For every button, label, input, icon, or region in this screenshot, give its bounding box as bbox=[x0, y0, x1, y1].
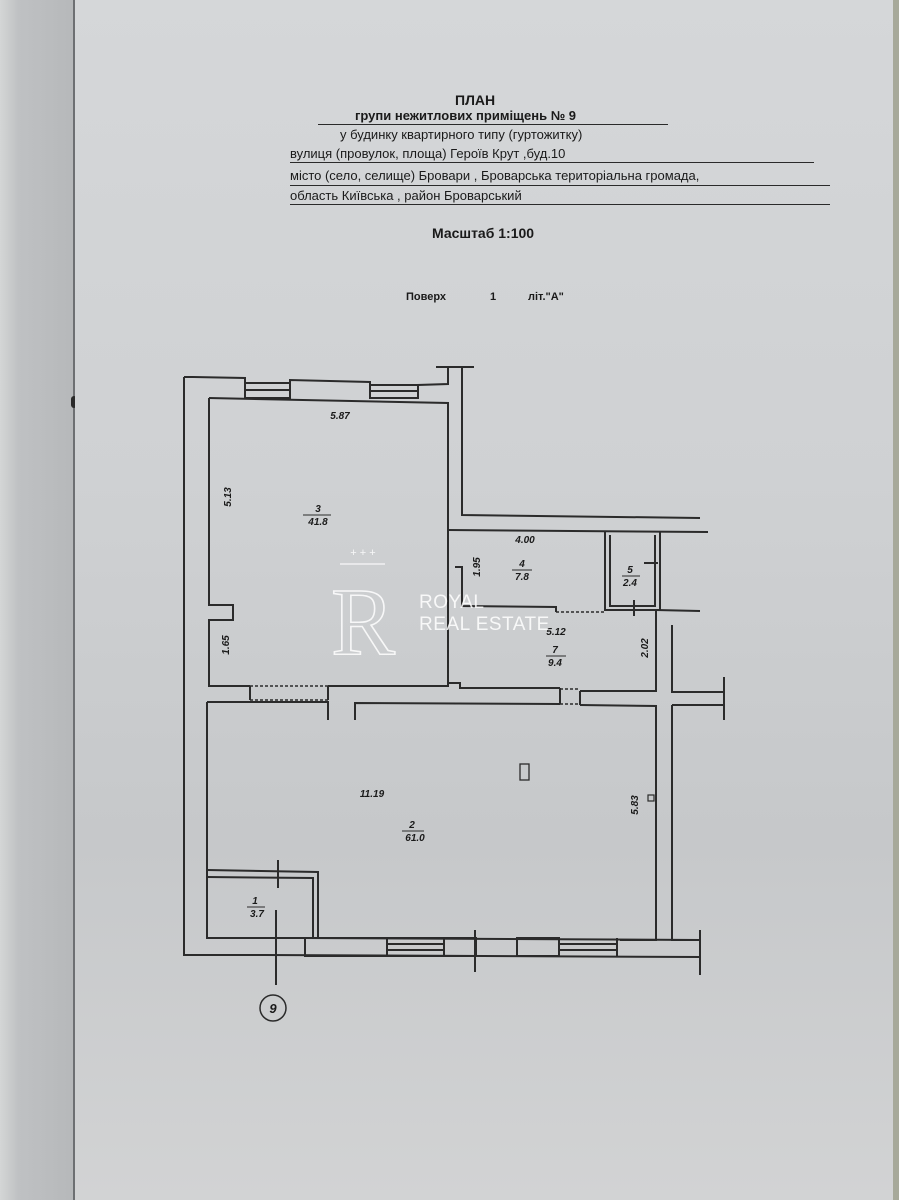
dim-room3-lower: 1.65 bbox=[221, 635, 232, 655]
underline bbox=[318, 124, 668, 125]
plan-subtitle-group: групи нежитлових приміщень № 9 bbox=[355, 108, 577, 123]
room-2-area: 61.0 bbox=[405, 833, 425, 844]
dim-room3-height: 5.13 bbox=[223, 487, 234, 507]
underline bbox=[290, 204, 830, 205]
watermark-monogram: R bbox=[331, 568, 395, 675]
watermark-stars: + + + bbox=[350, 547, 375, 559]
room-2-number: 2 bbox=[408, 820, 415, 831]
room-3-number: 3 bbox=[315, 504, 321, 515]
underline bbox=[290, 185, 830, 186]
room-5-number: 5 bbox=[627, 565, 633, 576]
dim-room2-width: 11.19 bbox=[360, 789, 385, 800]
dim-room7-width: 5.12 bbox=[546, 627, 566, 638]
watermark-logo: + + + R bbox=[330, 547, 396, 676]
room-5-area: 2.4 bbox=[622, 578, 637, 589]
watermark-royal: ROYAL bbox=[419, 592, 485, 613]
room-7-number: 7 bbox=[552, 645, 558, 656]
letter-label: літ."А" bbox=[528, 291, 564, 303]
adjacent-page bbox=[0, 0, 74, 1200]
page-edge bbox=[893, 0, 899, 1200]
plan-title: ПЛАН bbox=[455, 92, 496, 108]
dim-room4-height: 1.95 bbox=[472, 557, 483, 577]
dim-room4-width: 4.00 bbox=[514, 535, 535, 546]
document-page bbox=[75, 0, 895, 1200]
dim-room2-height: 5.83 bbox=[630, 795, 641, 815]
room-4-number: 4 bbox=[518, 559, 525, 570]
room-7-area: 9.4 bbox=[548, 658, 562, 669]
address-street: вулиця (провулок, площа) Героїв Крут ,бу… bbox=[290, 146, 566, 161]
address-region: область Київська , район Броварський bbox=[290, 188, 522, 203]
floor-value: 1 bbox=[490, 291, 497, 303]
address-city: місто (село, селище) Бровари , Броварськ… bbox=[290, 168, 700, 183]
scale-label: Масштаб 1:100 bbox=[432, 225, 535, 241]
building-type: у будинку квартирного типу (гуртожитку) bbox=[340, 127, 583, 142]
premises-marker: 9 bbox=[269, 1001, 277, 1016]
room-1-number: 1 bbox=[252, 896, 258, 907]
dim-room7-height: 2.02 bbox=[640, 638, 651, 659]
floor-label: Поверх bbox=[406, 291, 447, 303]
room-3-area: 41.8 bbox=[307, 517, 328, 528]
room-1-area: 3.7 bbox=[250, 909, 264, 920]
room-4-area: 7.8 bbox=[515, 572, 529, 583]
premises-marker-circle bbox=[259, 994, 287, 1022]
watermark-real-estate: REAL ESTATE bbox=[419, 614, 550, 635]
page-binding bbox=[73, 0, 75, 1200]
underline bbox=[290, 162, 814, 163]
binding-staple bbox=[71, 396, 77, 408]
dim-room3-width: 5.87 bbox=[330, 411, 350, 422]
